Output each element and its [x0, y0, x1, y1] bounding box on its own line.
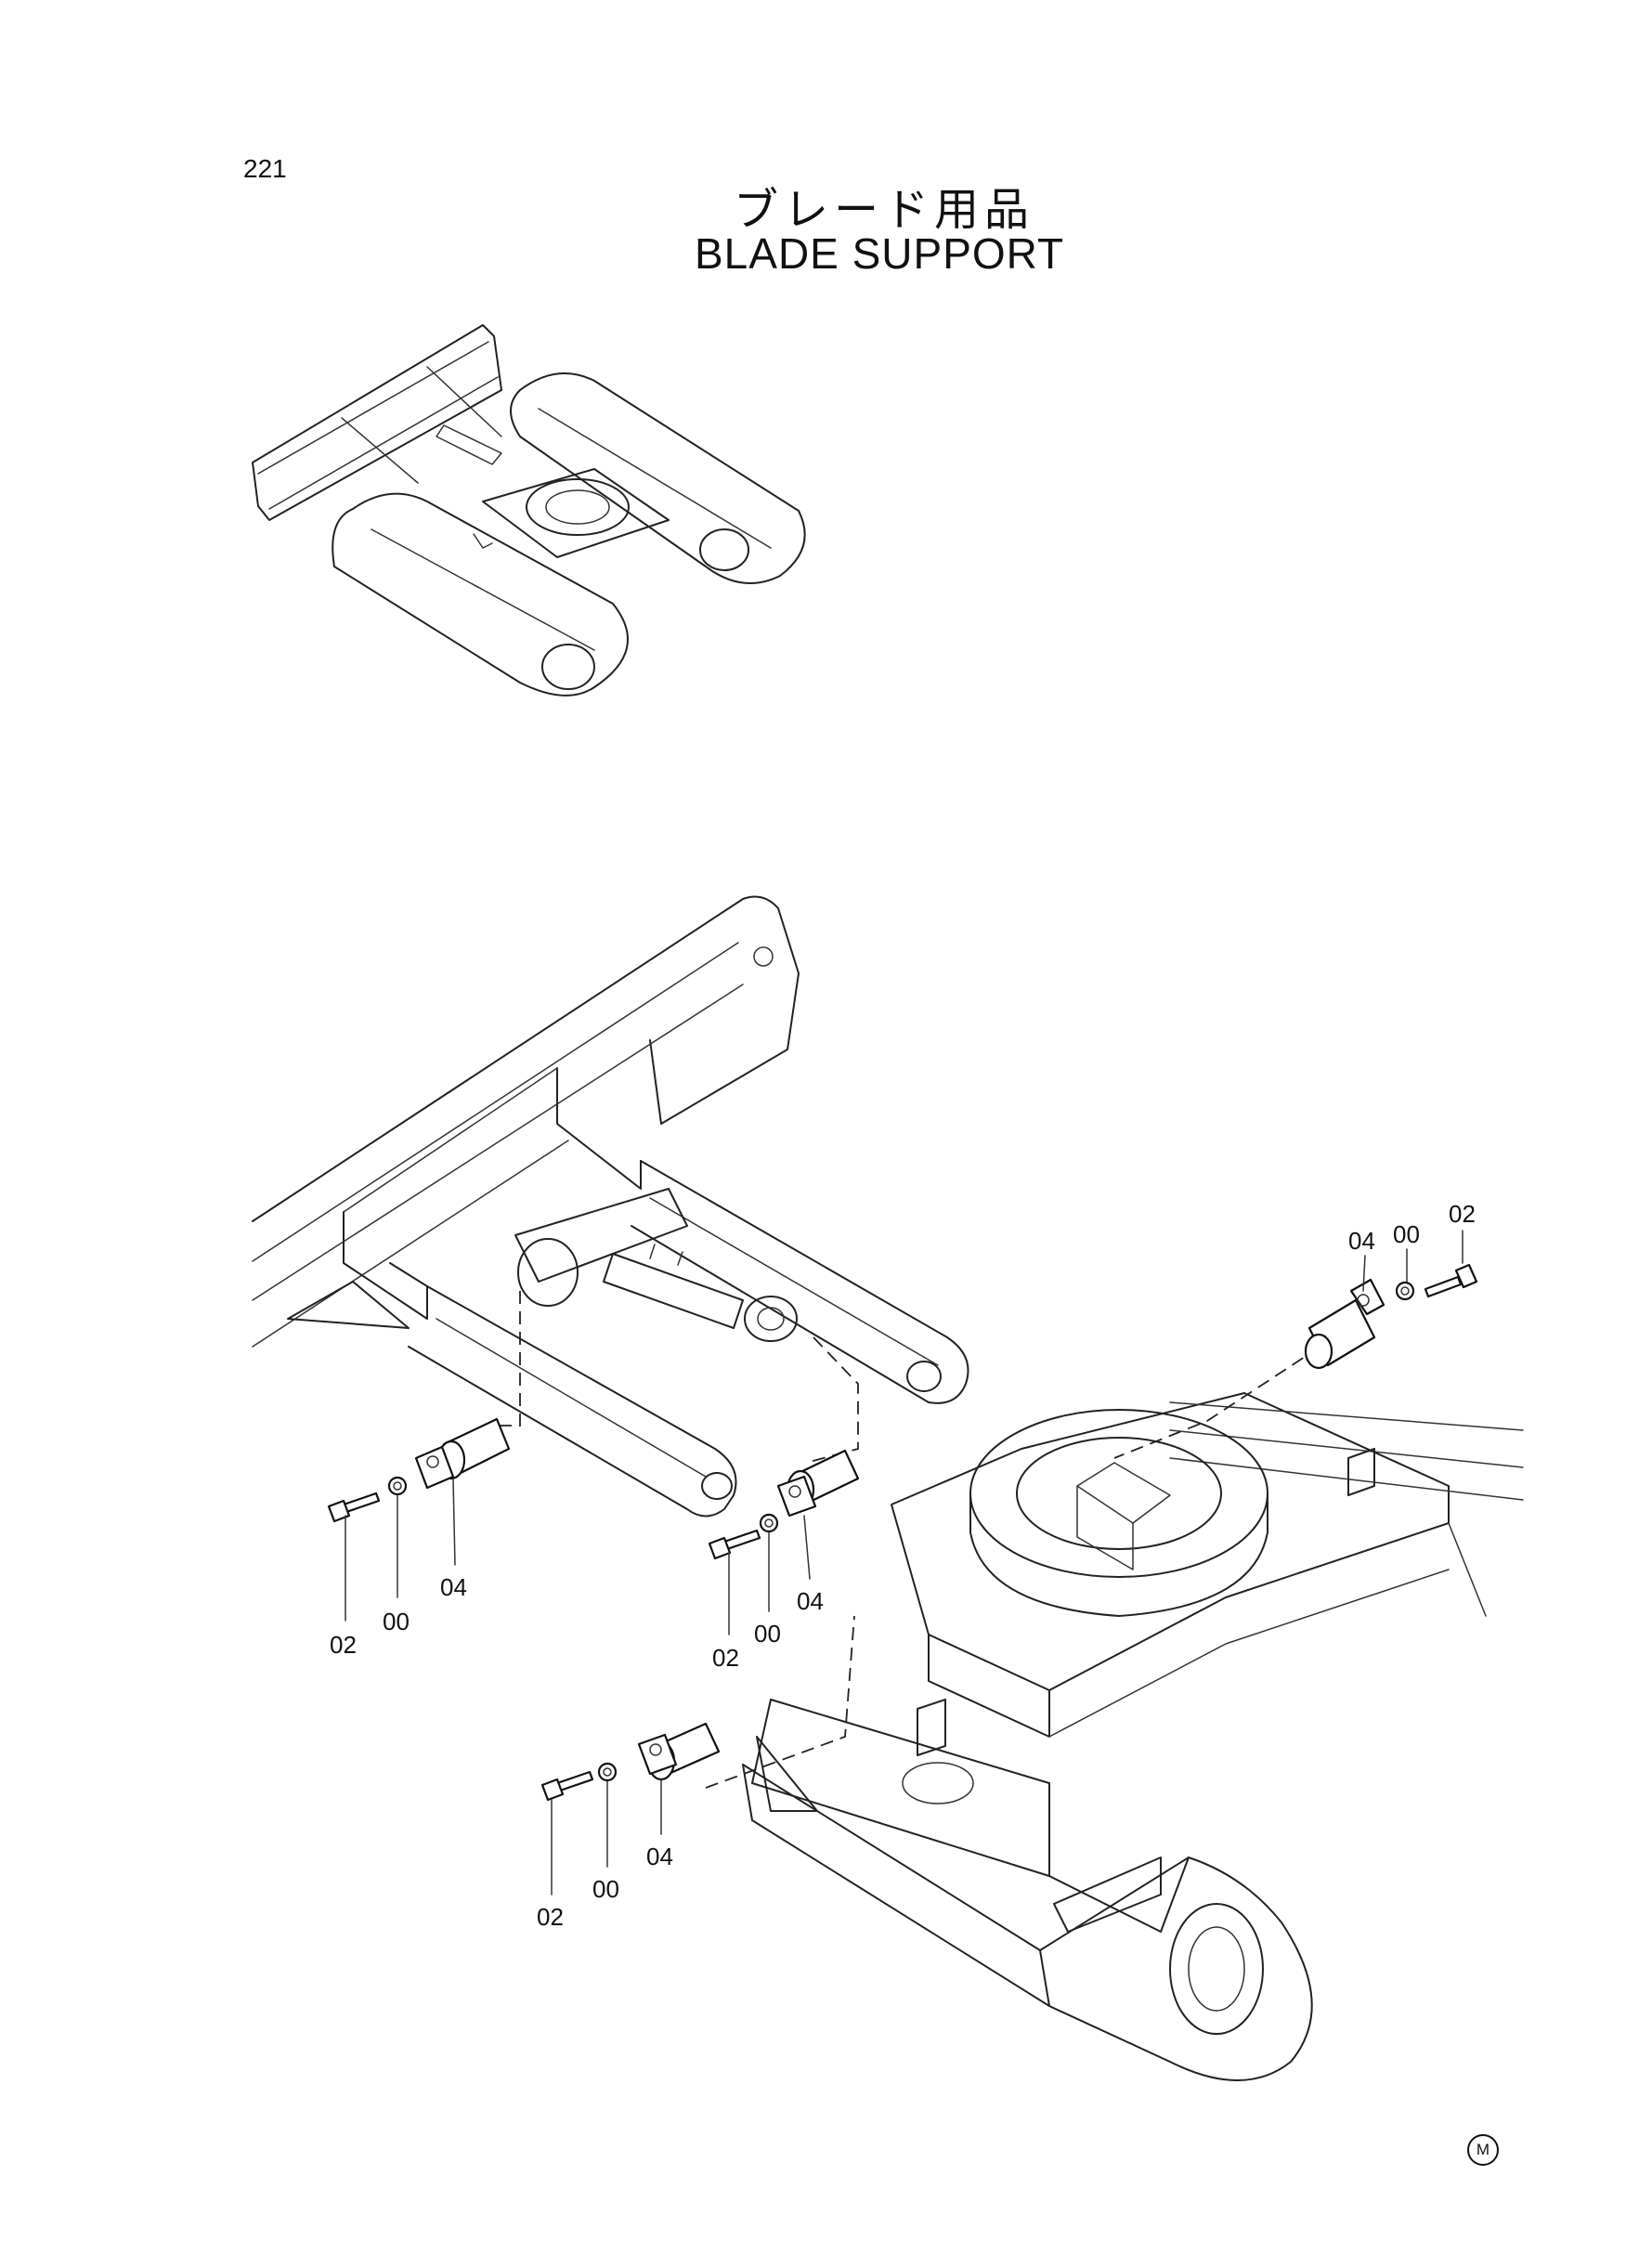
callout-bolt-center: 02: [712, 1644, 739, 1672]
title-japanese: ブレード用品: [734, 184, 1035, 236]
corner-mark: M: [1467, 2134, 1499, 2166]
callout-bolt-lower: 02: [537, 1903, 564, 1931]
leader-lines: [345, 1230, 1463, 1896]
callout-bolt-upper-right: 02: [1449, 1200, 1476, 1228]
callout-bolt-left: 02: [330, 1631, 357, 1659]
overview-illustration: [252, 324, 806, 697]
callout-washer-left: 00: [383, 1608, 410, 1635]
callout-pin-left: 04: [440, 1573, 467, 1601]
main-assembly-illustration: [252, 895, 1524, 2081]
callout-washer-center: 00: [754, 1620, 781, 1648]
parts-group-lower: [540, 1722, 721, 1802]
title-english: BLADE SUPPORT: [695, 229, 1065, 278]
callout-pin-lower: 04: [646, 1843, 673, 1870]
callout-pin-upper-right: 04: [1348, 1227, 1375, 1255]
callout-washer-lower: 00: [592, 1875, 619, 1903]
parts-group-center: [708, 1449, 860, 1560]
callout-washer-upper-right: 00: [1393, 1220, 1420, 1248]
page-number: 221: [243, 154, 287, 183]
parts-group-left: [327, 1417, 511, 1523]
parts-group-upper-right: [1304, 1263, 1478, 1370]
callout-pin-center: 04: [797, 1587, 824, 1615]
